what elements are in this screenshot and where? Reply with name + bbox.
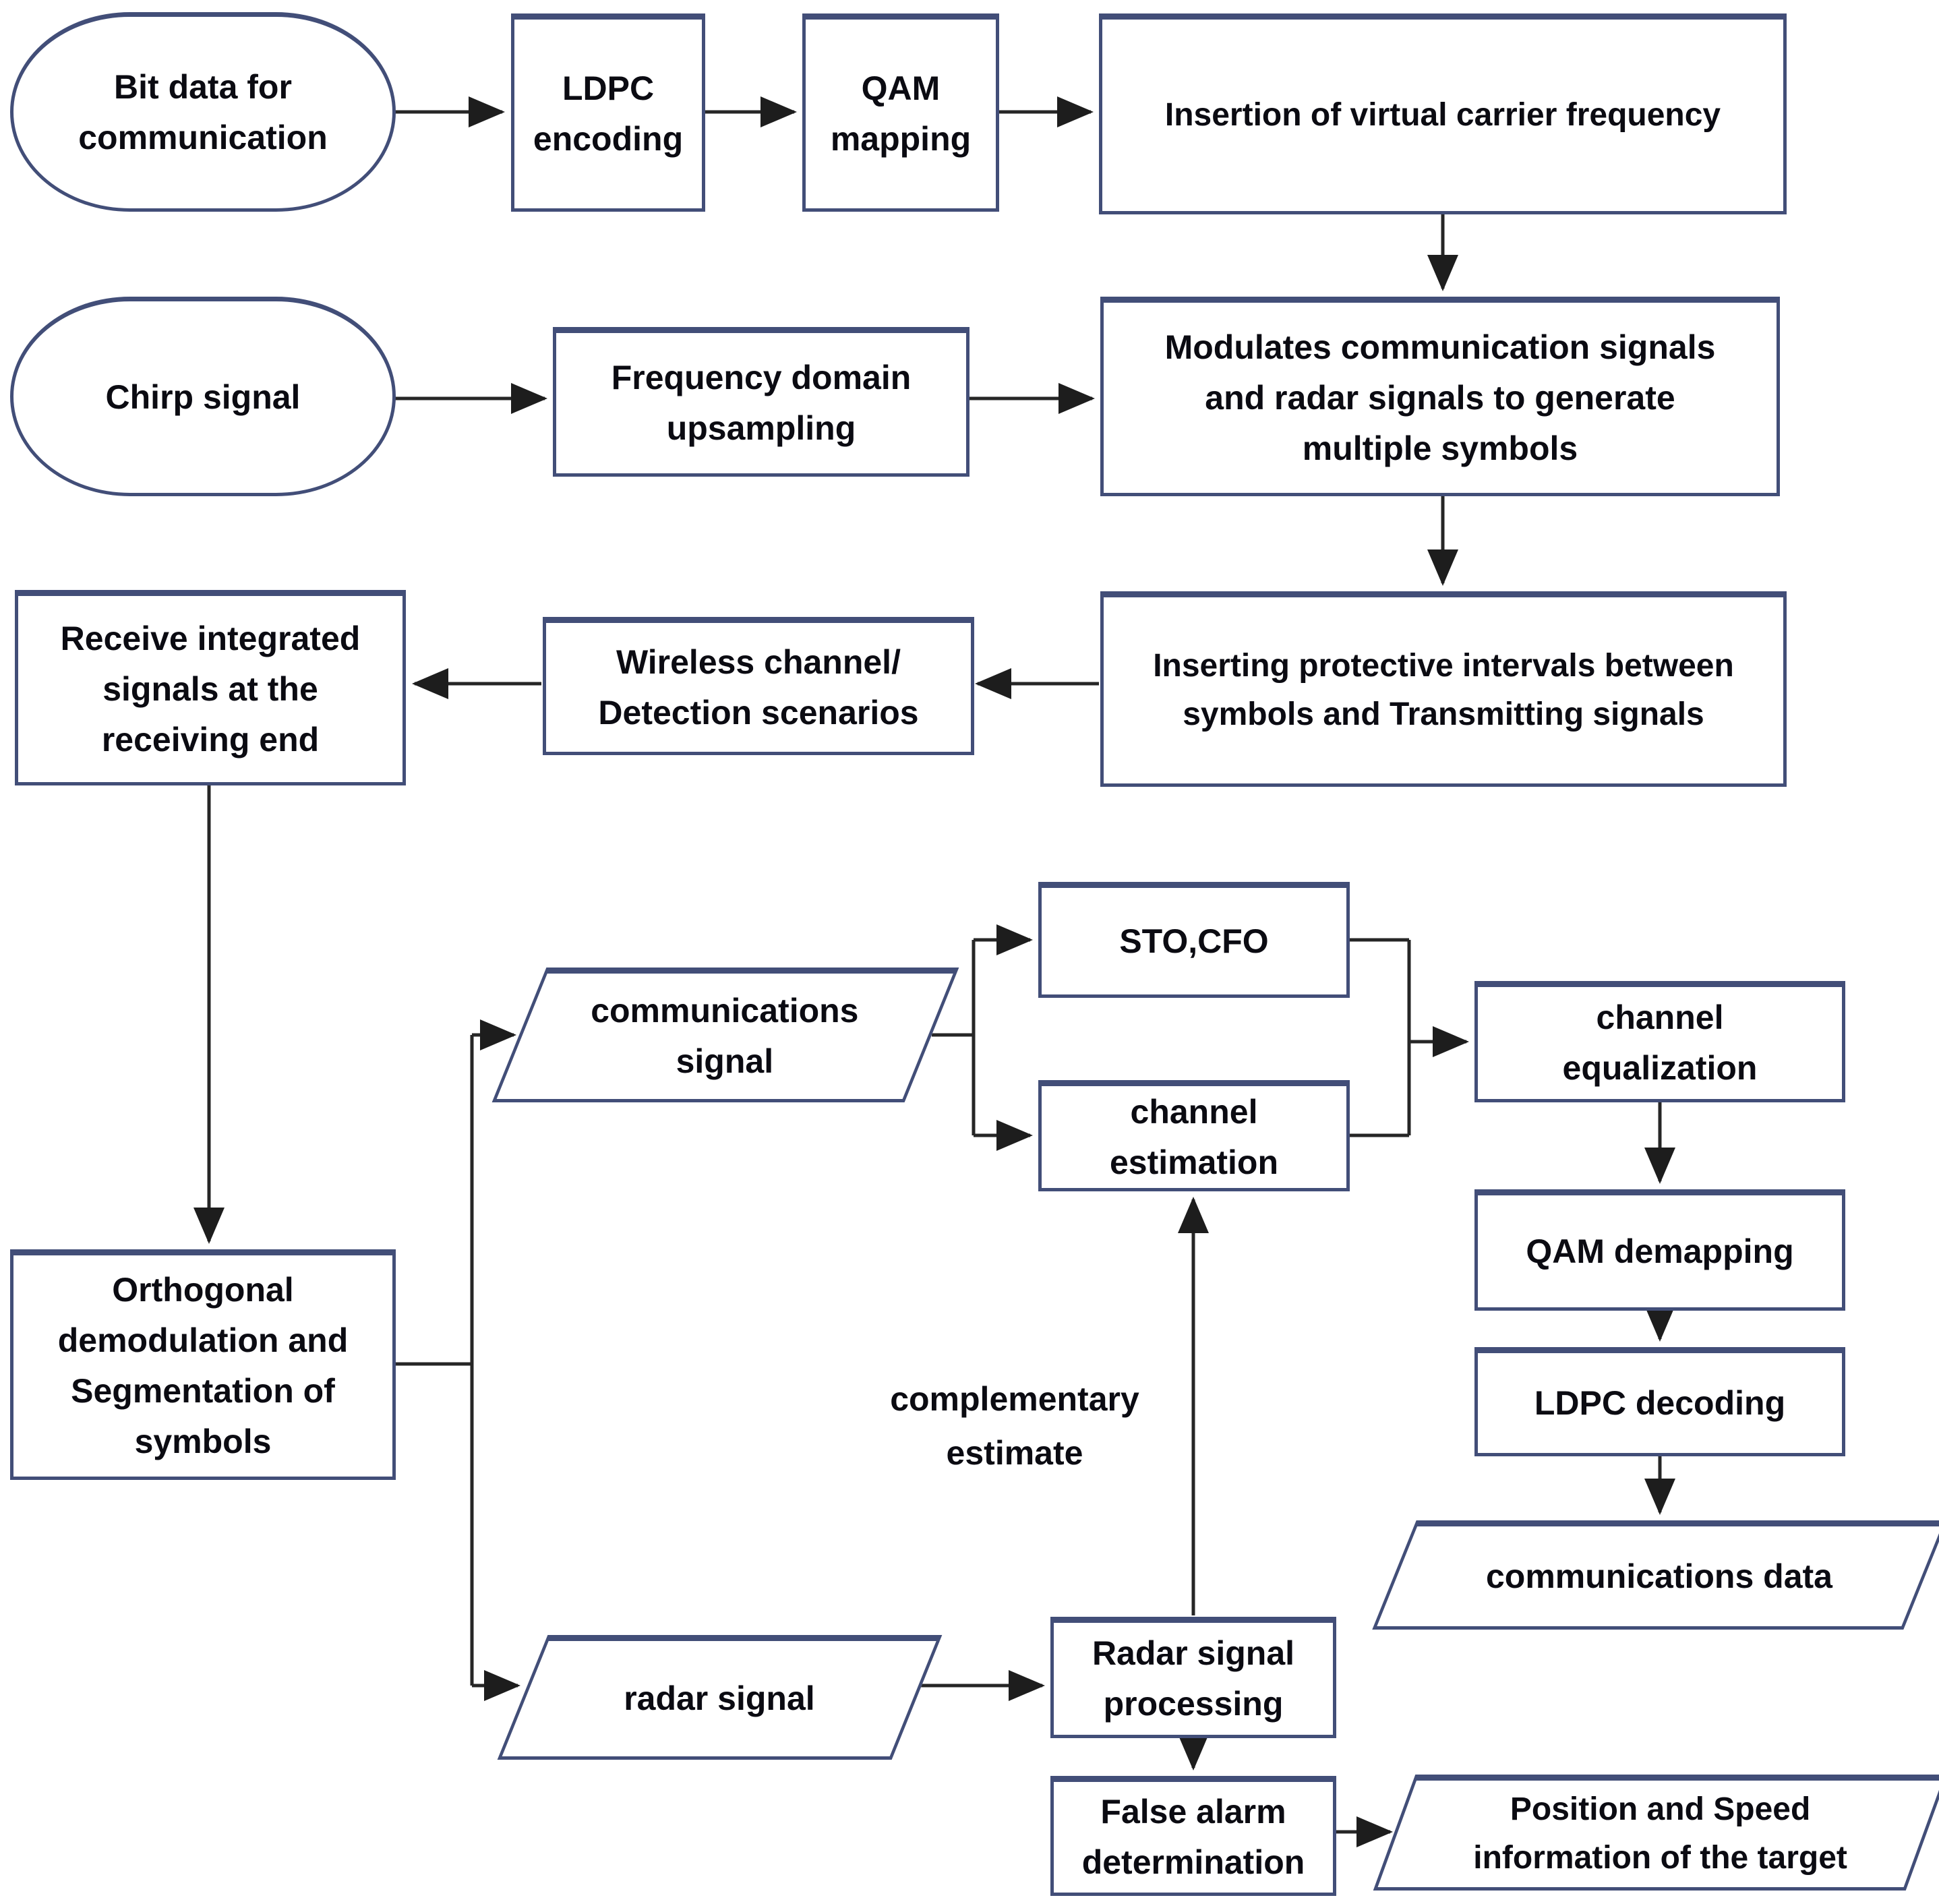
node-modulates-signals: Modulates communication signals and rada… (1100, 297, 1780, 496)
node-chirp-label: Chirp signal (105, 378, 301, 416)
node-frequency-upsampling-label: Frequency domain upsampling (611, 359, 912, 447)
node-ldpc-encoding-label: LDPC encoding (533, 69, 684, 158)
node-insertion-virtual-carrier-label: Insertion of virtual carrier frequency (1164, 97, 1721, 133)
node-wireless-channel: Wireless channel/ Detection scenarios (543, 617, 974, 755)
node-inserting-protective-intervals: Inserting protective intervals between s… (1100, 591, 1787, 787)
node-radar-signal-processing-label: Radar signal processing (1092, 1634, 1295, 1723)
node-position-speed-label: Position and Speed information of the ta… (1472, 1791, 1847, 1876)
node-channel-equalization-label: channel equalization (1562, 999, 1758, 1087)
node-radar-signal-processing: Radar signal processing (1050, 1617, 1336, 1738)
node-ldpc-encoding: LDPC encoding (511, 13, 705, 212)
node-modulates-signals-label: Modulates communication signals and rada… (1164, 328, 1716, 467)
node-orthogonal-demodulation: Orthogonal demodulation and Segmentation… (10, 1249, 396, 1480)
node-channel-equalization: channel equalization (1474, 981, 1845, 1102)
node-radar-signal-data: radar signal (497, 1635, 943, 1760)
node-qam-mapping-label: QAM mapping (830, 69, 972, 158)
node-qam-mapping: QAM mapping (802, 13, 999, 212)
node-chirp-terminator: Chirp signal (10, 297, 396, 496)
node-radar-signal-label: radar signal (623, 1679, 815, 1717)
node-ldpc-decoding: LDPC decoding (1474, 1347, 1845, 1456)
node-channel-estimation-label: channel estimation (1109, 1092, 1279, 1181)
node-communications-signal-data: communications signal (491, 968, 959, 1102)
node-insertion-virtual-carrier: Insertion of virtual carrier frequency (1099, 13, 1787, 214)
node-bit-data-label: Bit data for communication (78, 68, 328, 156)
node-frequency-upsampling: Frequency domain upsampling (553, 327, 970, 477)
node-wireless-channel-label: Wireless channel/ Detection scenarios (598, 643, 919, 732)
node-communications-signal-label: communications signal (591, 992, 859, 1080)
node-false-alarm-determination: False alarm determination (1050, 1776, 1336, 1896)
node-sto-cfo-label: STO,CFO (1119, 922, 1269, 960)
node-sto-cfo: STO,CFO (1038, 882, 1350, 998)
node-qam-demapping-label: QAM demapping (1526, 1232, 1794, 1270)
annotation-complementary-estimate: complementary estimate (890, 1380, 1139, 1472)
node-inserting-protective-intervals-label: Inserting protective intervals between s… (1153, 648, 1734, 732)
node-receive-integrated: Receive integrated signals at the receiv… (15, 590, 406, 785)
node-bit-data-terminator: Bit data for communication (10, 12, 396, 212)
node-ldpc-decoding-label: LDPC decoding (1534, 1384, 1786, 1422)
node-orthogonal-demodulation-label: Orthogonal demodulation and Segmentation… (57, 1271, 349, 1460)
node-communications-data: communications data (1372, 1520, 1939, 1630)
node-channel-estimation: channel estimation (1038, 1080, 1350, 1191)
node-communications-data-label: communications data (1486, 1557, 1833, 1595)
node-false-alarm-determination-label: False alarm determination (1081, 1793, 1305, 1881)
node-position-speed-data: Position and Speed information of the ta… (1373, 1775, 1939, 1891)
node-qam-demapping: QAM demapping (1474, 1189, 1845, 1311)
node-receive-integrated-label: Receive integrated signals at the receiv… (60, 619, 361, 758)
